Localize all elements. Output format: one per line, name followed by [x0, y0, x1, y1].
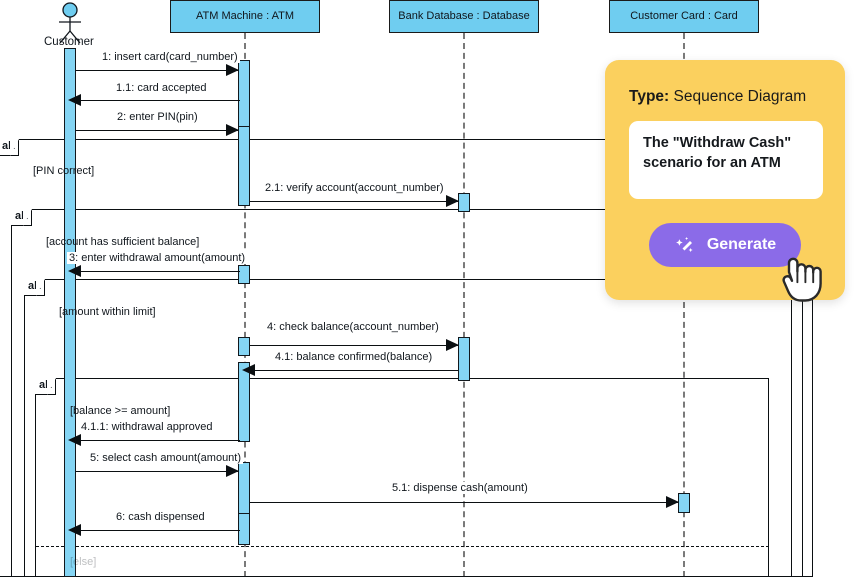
participant-header-atm[interactable]: ATM Machine : ATM [170, 0, 320, 33]
message-line-6 [250, 345, 458, 346]
activation-atm-2 [238, 126, 250, 206]
message-label-11: 6: cash dispensed [114, 511, 207, 523]
arrow-head-7 [242, 364, 255, 376]
arrow-head-8 [68, 434, 81, 446]
fragment-guard-2: [account has sufficient balance] [46, 236, 200, 248]
fragment-guard-4: [balance >= amount] [70, 405, 171, 417]
activation-database-1 [458, 193, 470, 212]
activation-atm-4 [238, 337, 250, 356]
arrow-head-4 [446, 195, 459, 207]
activation-atm-3 [238, 265, 250, 284]
fragment-guard-3: [amount within limit] [59, 306, 156, 318]
generate-button[interactable]: Generate [649, 223, 801, 267]
message-line-3 [76, 130, 238, 131]
message-label-3: 2: enter PIN(pin) [115, 111, 200, 123]
participant-header-card[interactable]: Customer Card : Card [609, 0, 759, 33]
message-line-5 [76, 271, 240, 272]
activation-atm-7 [238, 513, 250, 545]
arrow-head-6 [446, 339, 459, 351]
lifeline-card [683, 33, 685, 577]
activation-atm-6 [238, 462, 250, 514]
message-label-7: 4.1: balance confirmed(balance) [273, 351, 435, 363]
message-line-1 [76, 70, 238, 71]
panel-type-row: Type: Sequence Diagram [629, 88, 806, 106]
generate-button-label: Generate [706, 236, 777, 253]
fragment-operator-4: alt [35, 378, 56, 395]
message-label-5: 3: enter withdrawal amount(amount) [67, 252, 248, 264]
message-label-1: 1: insert card(card_number) [100, 51, 240, 63]
generate-panel: Type: Sequence Diagram The "Withdraw Cas… [605, 60, 845, 300]
panel-type-value: Sequence Diagram [673, 88, 807, 105]
participant-label-customer: Customer [44, 36, 94, 48]
message-line-10 [250, 502, 678, 503]
lifeline-database [463, 33, 465, 577]
message-label-8: 4.1.1: withdrawal approved [79, 421, 215, 433]
arrow-head-3 [226, 124, 239, 136]
message-line-2 [76, 100, 240, 101]
arrow-head-5 [68, 265, 81, 277]
arrow-head-9 [226, 465, 239, 477]
message-line-4 [250, 201, 458, 202]
message-label-9: 5: select cash amount(amount) [88, 452, 244, 464]
fragment-operator-1: alt [0, 139, 19, 156]
participant-label-atm: ATM Machine : ATM [195, 10, 294, 23]
actor-customer[interactable] [52, 2, 88, 49]
fragment-operator-3: alt [24, 279, 45, 296]
participant-header-database[interactable]: Bank Database : Database [389, 0, 539, 33]
message-line-8 [76, 440, 240, 441]
prompt-input[interactable]: The "Withdraw Cash" scenario for an ATM [629, 121, 823, 199]
activation-atm-1 [238, 60, 250, 127]
message-label-2: 1.1: card accepted [114, 82, 209, 94]
message-line-11 [76, 530, 240, 531]
fragment-guard-1: [PIN correct] [33, 165, 95, 177]
arrow-head-2 [68, 94, 81, 106]
panel-type-label: Type: [629, 88, 670, 105]
activation-atm-5 [238, 362, 250, 442]
actor-icon [59, 2, 81, 44]
message-label-6: 4: check balance(account_number) [265, 321, 441, 333]
arrow-head-1 [226, 64, 239, 76]
message-label-4: 2.1: verify account(account_number) [263, 182, 446, 194]
magic-wand-icon [675, 237, 693, 253]
activation-database-2 [458, 337, 470, 381]
message-line-7 [250, 370, 458, 371]
arrow-head-10 [666, 496, 679, 508]
fragment-else-divider [36, 546, 769, 547]
activation-card-1 [678, 493, 690, 513]
message-line-9 [76, 471, 238, 472]
message-label-10: 5.1: dispense cash(amount) [390, 482, 530, 494]
arrow-head-11 [68, 524, 81, 536]
fragment-operator-2: alt [11, 209, 32, 226]
lifeline-atm [244, 33, 246, 577]
participant-label-database: Bank Database : Database [398, 10, 530, 23]
participant-label-card: Customer Card : Card [630, 10, 738, 23]
fragment-guard-else: [else] [70, 556, 97, 568]
